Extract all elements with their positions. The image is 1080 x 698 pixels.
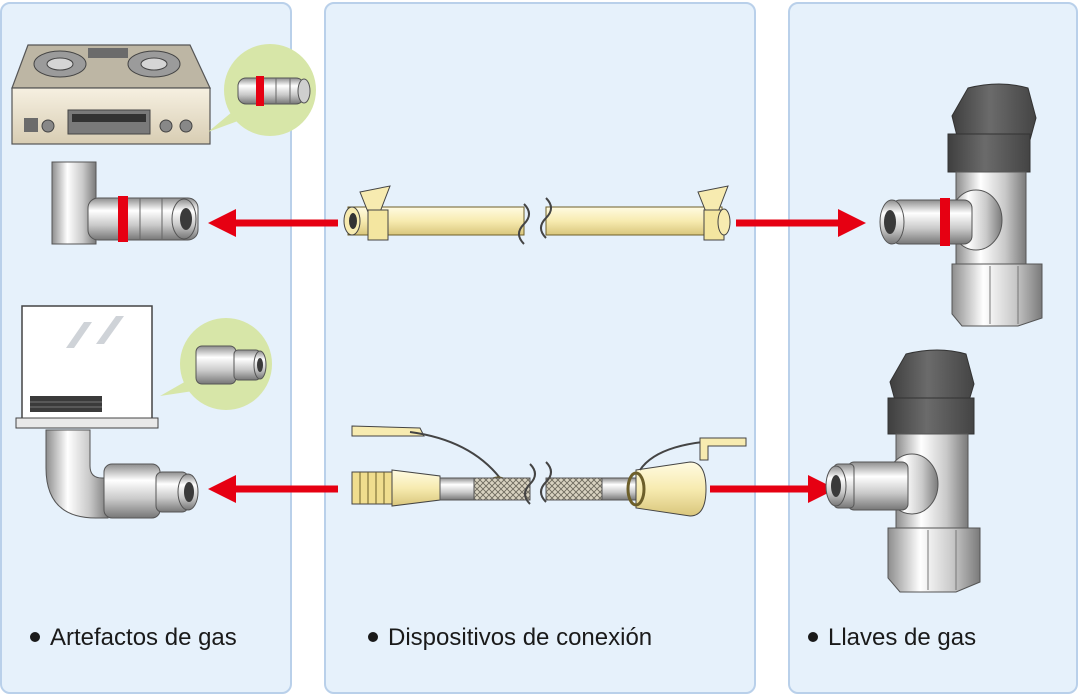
plug-socket-callout-icon: [208, 44, 316, 136]
gas-stove-icon: [11, 44, 211, 145]
braided-hose-icon: [351, 425, 747, 517]
bullet-icon: [808, 631, 818, 642]
bullet-icon: [368, 631, 378, 642]
elbow-plug-fitting-icon: [51, 161, 199, 245]
connectors-panel: [324, 2, 756, 694]
rubber-hose-icon: [343, 185, 731, 245]
bullet-icon: [30, 631, 40, 642]
angle-valve-plug-icon: [879, 83, 1043, 327]
water-heater-icon: [15, 305, 159, 429]
appliances-label: Artefactos de gas: [30, 624, 237, 652]
elbow-socket-fitting-icon: [45, 429, 199, 519]
connectors-label-text: Dispositivos de conexión: [388, 624, 653, 651]
connectors-label: Dispositivos de conexión: [368, 624, 652, 652]
valves-label: Llaves de gas: [808, 624, 976, 652]
appliances-label-text: Artefactos de gas: [50, 624, 237, 651]
angle-valve-socket-icon: [825, 349, 981, 593]
valves-label-text: Llaves de gas: [828, 624, 977, 651]
socket-callout-icon: [160, 318, 272, 410]
